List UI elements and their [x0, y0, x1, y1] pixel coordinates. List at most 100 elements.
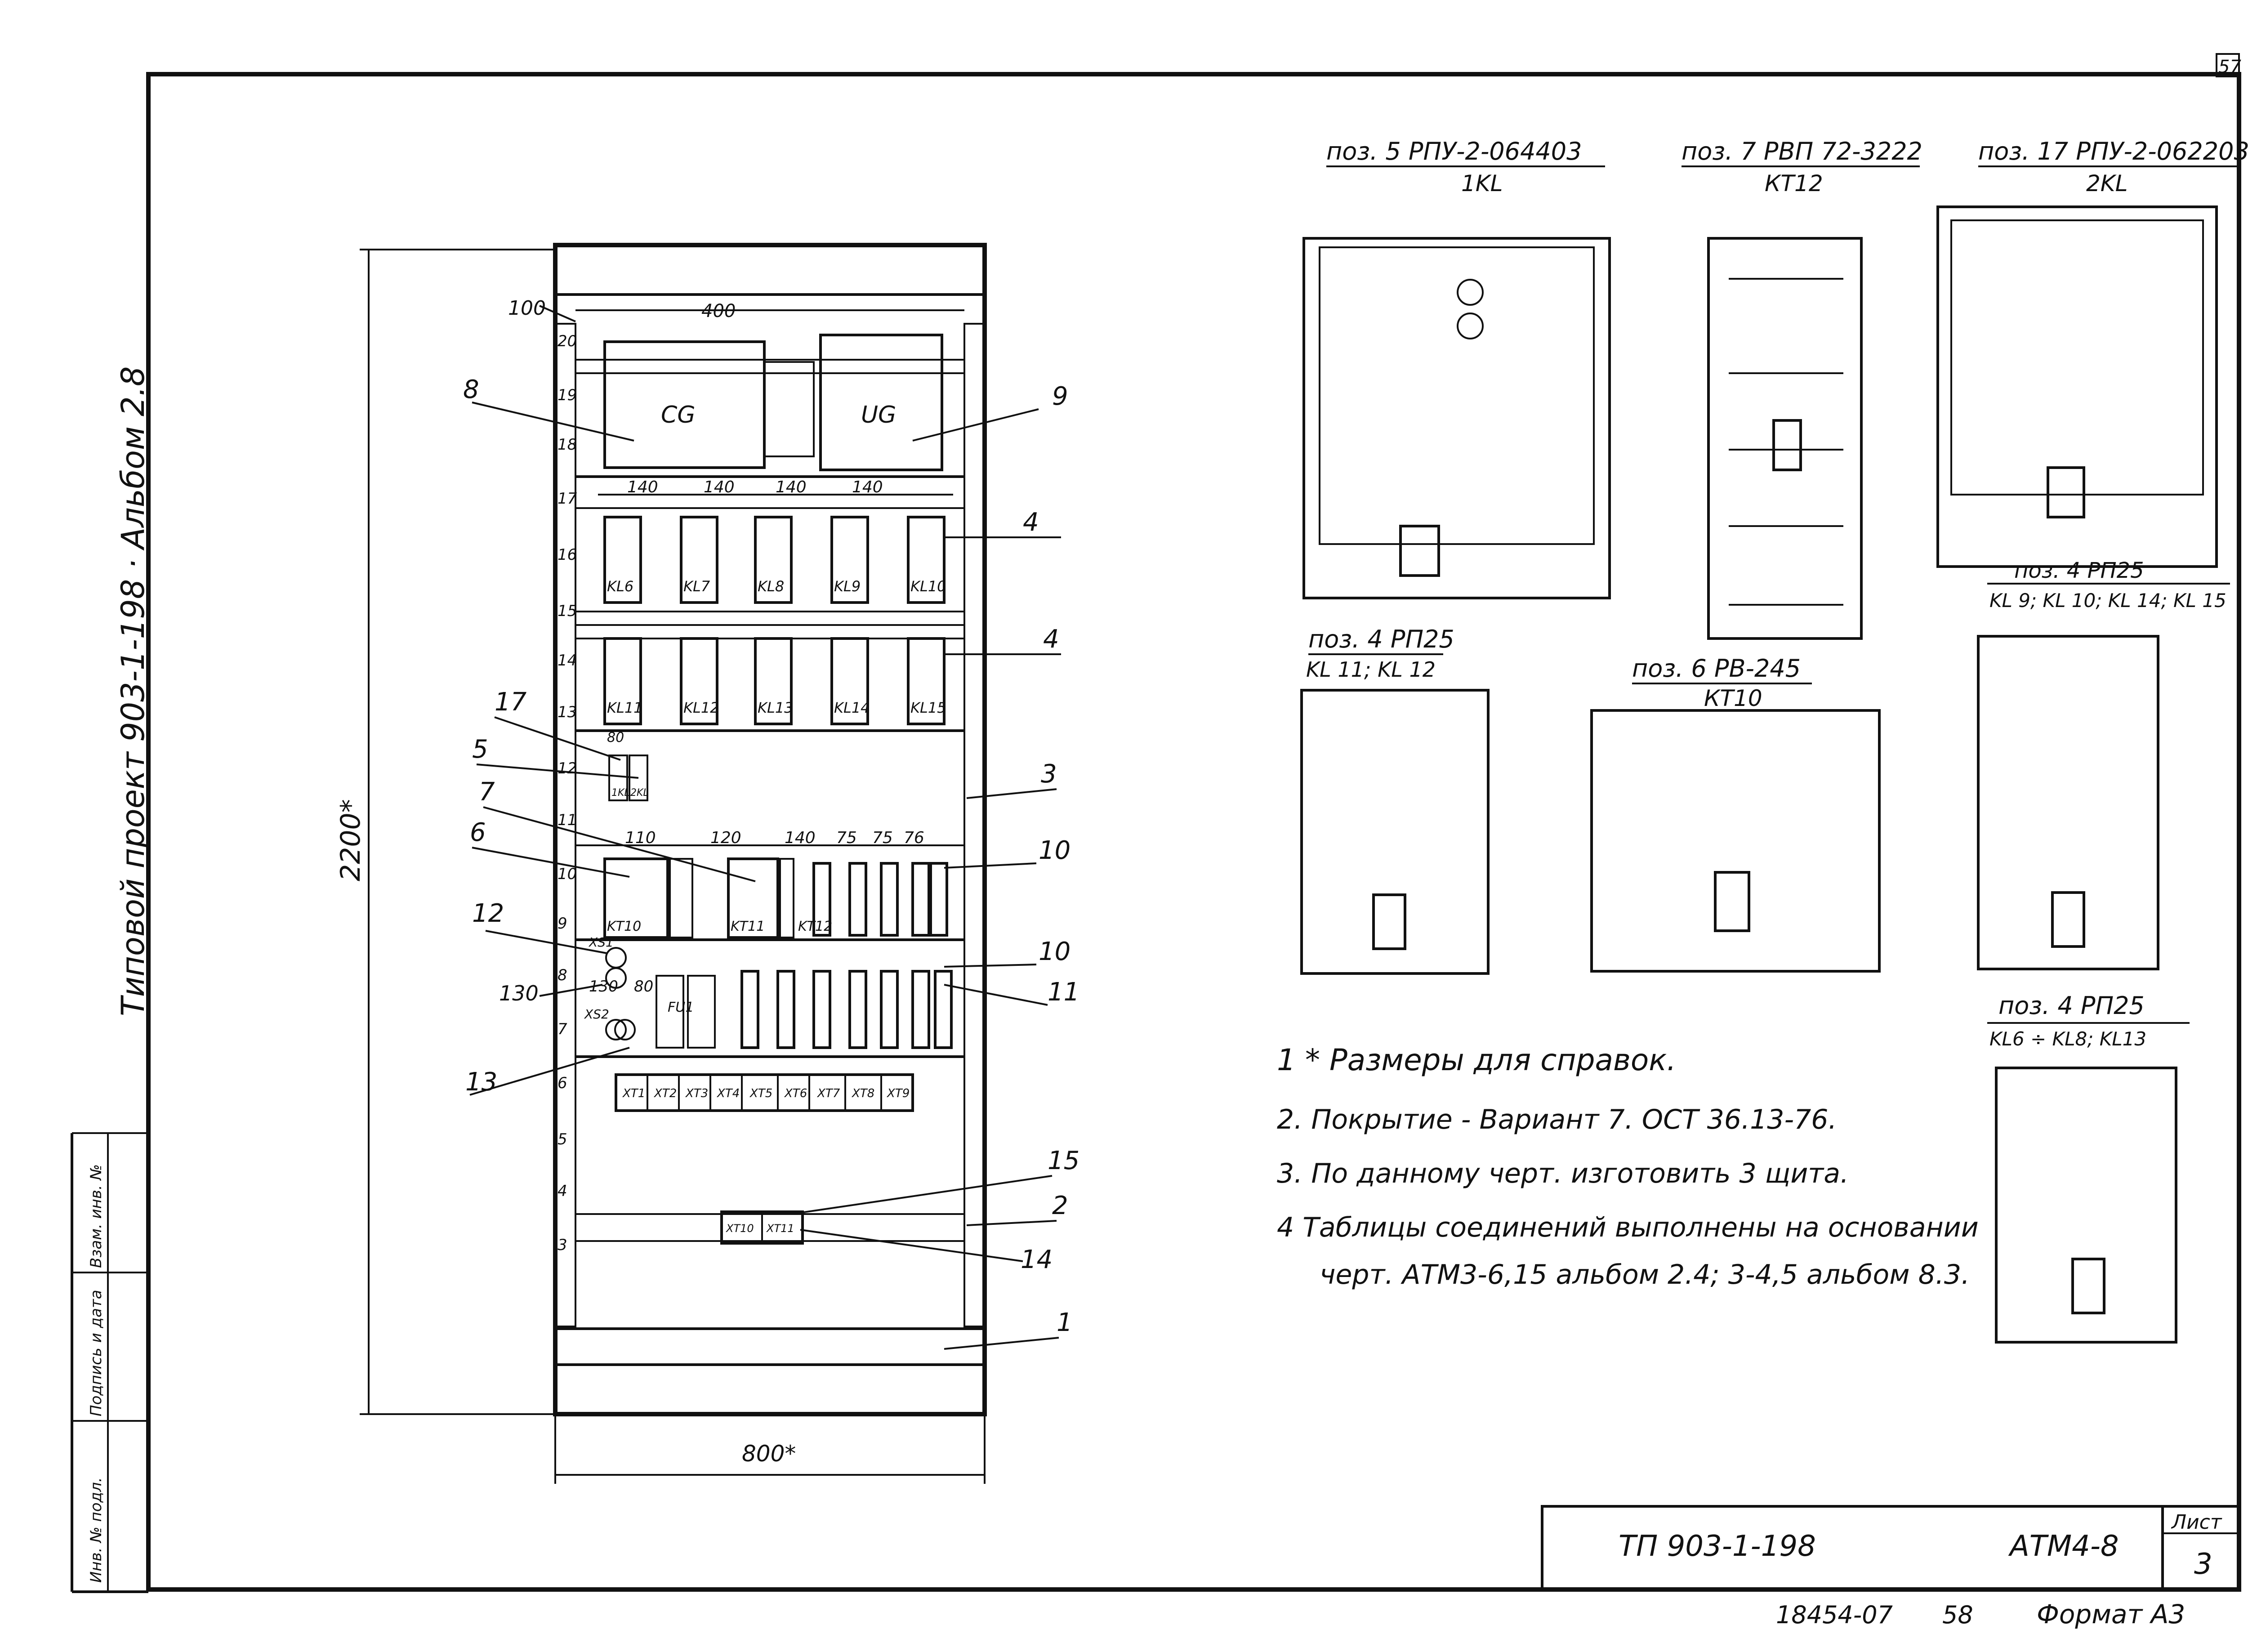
relay-schematic-kl11-kl12: поз. 4 РП25 KL 11; KL 12	[1300, 625, 1490, 975]
svg-text:110: 110	[625, 829, 656, 847]
sheet-label: Лист	[2171, 1511, 2222, 1534]
callout-4b: 4	[1043, 625, 1059, 654]
relay-schematic-kl9: поз. 4 РП25 KL 9; KL 10; KL 14; KL 15	[1977, 558, 2230, 970]
relay-kl6: KL6	[607, 578, 633, 595]
relay-title-2kl: поз. 17 РПУ-2-062203	[1978, 137, 2248, 165]
format-label: Формат А3	[2037, 1599, 2185, 1630]
sheet-number: 3	[2194, 1548, 2212, 1581]
note-2: 2. Покрытие - Вариант 7. ОСТ 36.13-76.	[1277, 1104, 1837, 1135]
svg-text:KL6 ÷ KL8; KL13: KL6 ÷ KL8; KL13	[1989, 1028, 2146, 1050]
svg-text:5: 5	[558, 1130, 567, 1148]
relay-kl11: KL11	[607, 699, 643, 716]
callout-8: 8	[463, 375, 479, 404]
callout-9: 9	[1052, 382, 1068, 411]
terminal-xt3: XT3	[685, 1087, 708, 1100]
terminal-xt2: XT2	[653, 1087, 677, 1100]
svg-text:16: 16	[558, 546, 577, 564]
svg-text:400: 400	[701, 301, 736, 321]
svg-text:18: 18	[558, 436, 577, 454]
callout-17: 17	[495, 688, 527, 717]
inventory-number: 18454-07	[1776, 1601, 1893, 1629]
svg-text:80: 80	[607, 730, 624, 746]
relay-kl12: KL12	[683, 699, 719, 716]
svg-text:КТ12: КТ12	[1765, 170, 1823, 196]
svg-text:KL 11; KL 12: KL 11; KL 12	[1306, 657, 1436, 682]
svg-text:17: 17	[558, 490, 577, 508]
relay-title-kt12: поз. 7 РВП 72-3222	[1682, 137, 1922, 165]
note-4b: черт. АТМ3-6,15 альбом 2.4; 3-4,5 альбом…	[1320, 1259, 1970, 1290]
svg-text:75: 75	[836, 829, 857, 847]
side-block-replace: Взам. инв. №	[87, 1164, 105, 1268]
sheet-frame	[146, 72, 2241, 1592]
relay-title-kt10: поз. 6 РВ-245	[1632, 654, 1801, 683]
timer-kt10: KT10	[607, 919, 641, 934]
svg-text:2KL: 2KL	[2086, 170, 2128, 196]
svg-text:140: 140	[852, 478, 883, 496]
terminal-xt8: XT8	[851, 1087, 874, 1100]
svg-text:10: 10	[558, 865, 577, 883]
terminal-xt11: XT11	[766, 1222, 794, 1235]
callout-11: 11	[1048, 978, 1079, 1007]
title-drawing: АТМ4-8	[2008, 1530, 2119, 1563]
relay-kl14: KL14	[834, 699, 870, 716]
svg-text:20: 20	[558, 332, 577, 350]
page-number: 57	[2218, 57, 2241, 77]
callout-7: 7	[479, 777, 495, 807]
note-1: 1 * Размеры для справок.	[1277, 1043, 1676, 1077]
callout-5: 5	[472, 735, 488, 764]
fuse-fu1: FU1	[668, 1000, 694, 1015]
callout-10b: 10	[1039, 937, 1070, 966]
timer-kt11: KT11	[731, 919, 765, 934]
socket-xs2: XS2	[584, 1007, 609, 1022]
svg-text:15: 15	[558, 602, 577, 620]
drawing-notes: 1 * Размеры для справок. 2. Покрытие - В…	[1277, 1043, 1979, 1290]
terminal-xt7: XT7	[816, 1087, 840, 1100]
relay-kl8: KL8	[758, 578, 784, 595]
callout-4a: 4	[1023, 508, 1039, 537]
svg-text:80: 80	[634, 978, 653, 996]
callout-1: 1	[1057, 1308, 1073, 1337]
svg-text:12: 12	[558, 759, 577, 777]
svg-text:14: 14	[558, 652, 577, 670]
title-code: ТП 903-1-198	[1619, 1530, 1816, 1563]
callout-10a: 10	[1039, 836, 1070, 865]
terminal-xt6: XT6	[784, 1087, 807, 1100]
side-title: Типовой проект 903-1-198 · Альбом 2.8	[115, 366, 152, 1016]
svg-text:140: 140	[785, 829, 816, 847]
relay-kl13: KL13	[758, 699, 794, 716]
ug-unit: UG	[861, 402, 896, 429]
callout-3: 3	[1041, 759, 1057, 789]
svg-text:3: 3	[558, 1236, 567, 1254]
relay-title-kl9: поз. 4 РП25	[2014, 558, 2144, 583]
relay-kl9: KL9	[834, 578, 861, 595]
callout-2: 2	[1052, 1191, 1068, 1220]
svg-text:6: 6	[558, 1074, 567, 1092]
relay-schematic-2kl: поз. 17 РПУ-2-062203 2KL	[1936, 137, 2248, 568]
terminal-xt9: XT9	[886, 1087, 910, 1100]
callout-12: 12	[472, 899, 504, 928]
relay-2kl: 2KL	[630, 787, 649, 799]
svg-text:75: 75	[872, 829, 893, 847]
svg-text:8: 8	[558, 966, 567, 984]
relay-title-kl11: поз. 4 РП25	[1308, 625, 1454, 653]
svg-text:КТ10: КТ10	[1704, 685, 1762, 711]
height-dimension: 2200*	[335, 799, 366, 881]
svg-text:KL 9; KL 10; KL 14; KL 15: KL 9; KL 10; KL 14; KL 15	[1989, 589, 2226, 612]
socket-xs1: XS1	[588, 935, 614, 950]
svg-text:11: 11	[558, 811, 577, 829]
callout-14: 14	[1021, 1245, 1053, 1274]
svg-text:19: 19	[558, 386, 577, 404]
callout-15: 15	[1048, 1146, 1079, 1175]
callout-6: 6	[470, 818, 486, 847]
note-3: 3. По данному черт. изготовить 3 щита.	[1277, 1158, 1849, 1189]
callout-130: 130	[499, 981, 539, 1005]
svg-text:1KL: 1KL	[1461, 170, 1503, 196]
relay-title-1kl: поз. 5 РПУ-2-064403	[1326, 137, 1582, 165]
note-4a: 4 Таблицы соединений выполнены на основа…	[1277, 1212, 1979, 1243]
relay-title-kl6: поз. 4 РП25	[1998, 991, 2145, 1020]
svg-text:140: 140	[704, 478, 735, 496]
svg-text:13: 13	[558, 703, 577, 721]
relay-1kl: 1KL	[611, 787, 630, 799]
timer-kt12: KT12	[798, 919, 832, 934]
